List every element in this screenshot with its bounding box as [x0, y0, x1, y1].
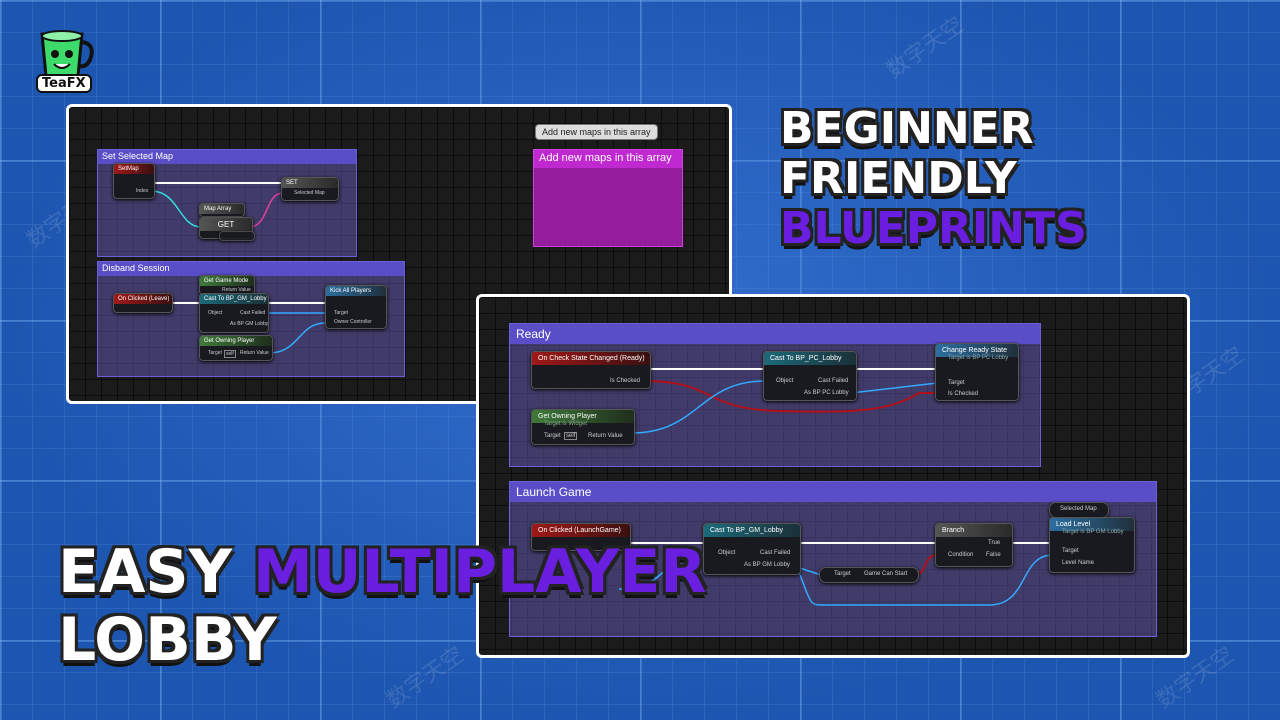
- pin-target[interactable]: Target: [544, 433, 561, 439]
- node-title: SET: [282, 178, 338, 188]
- pin-as-gm[interactable]: As BP GM Lobby: [744, 562, 790, 568]
- node-title: Map Array: [200, 204, 244, 214]
- pin-game-can-start[interactable]: Game Can Start: [864, 571, 908, 577]
- node-set[interactable]: SET Selected Map: [281, 177, 339, 201]
- comment-title: Launch Game: [510, 482, 1156, 502]
- node-title: Branch: [936, 524, 1012, 537]
- node-title: Selected Map: [1060, 506, 1097, 512]
- pin-return[interactable]: Return Value: [222, 287, 251, 293]
- node-selected-map[interactable]: Selected Map: [1049, 502, 1109, 518]
- node-cast-gm-lobby[interactable]: Cast To BP_GM_Lobby Object Cast Failed A…: [199, 293, 269, 333]
- pin-owner[interactable]: Owner Controller: [334, 319, 372, 325]
- pin-target[interactable]: Target: [334, 310, 348, 316]
- pin-is-checked[interactable]: Is Checked: [948, 391, 979, 397]
- pin-return[interactable]: Return Value: [240, 350, 269, 356]
- pin-as-pc[interactable]: As BP PC Lobby: [804, 390, 849, 396]
- headline-word1: EASY: [58, 537, 233, 607]
- watermark: 数字天空: [882, 12, 969, 84]
- pin-cast-failed[interactable]: Cast Failed: [818, 378, 849, 384]
- comment-tooltip: Add new maps in this array: [535, 124, 658, 140]
- node-cast-pc-lobby[interactable]: Cast To BP_PC_Lobby Object Cast Failed A…: [763, 351, 857, 401]
- node-title: On Check State Changed (Ready): [532, 352, 650, 365]
- pin-index[interactable]: Index: [136, 188, 149, 194]
- node-title: Cast To BP_GM_Lobby: [200, 294, 268, 304]
- comment-title: Set Selected Map: [98, 150, 356, 164]
- pin-return[interactable]: Return Value: [588, 433, 623, 439]
- pin-target[interactable]: Target: [208, 350, 222, 356]
- headline-line2: BLUEPRINTS: [780, 203, 1087, 254]
- headline-word2: MULTIPLAYER: [252, 537, 707, 607]
- node-map-array[interactable]: Map Array: [199, 203, 245, 217]
- node-title: On Clicked (LaunchGame): [532, 524, 630, 537]
- node-cast-gm-lobby[interactable]: Cast To BP_GM_Lobby Object Cast Failed A…: [703, 523, 801, 575]
- node-get-owning-player[interactable]: Get Owning Player Target self Return Val…: [199, 335, 273, 361]
- pin-object[interactable]: Object: [776, 378, 794, 384]
- pin-true[interactable]: True: [988, 540, 1001, 546]
- node-title: Get Owning Player: [532, 410, 634, 423]
- pin-object[interactable]: Object: [208, 310, 223, 316]
- comment-title: Add new maps in this array: [534, 150, 682, 168]
- node-on-clicked-launch[interactable]: On Clicked (LaunchGame): [531, 523, 631, 551]
- pin-cast-failed[interactable]: Cast Failed: [240, 310, 266, 316]
- pin-cast-failed[interactable]: Cast Failed: [760, 550, 791, 556]
- pin-false[interactable]: False: [986, 552, 1001, 558]
- node-title: Change Ready State: [936, 344, 1018, 357]
- node-on-check-state-changed[interactable]: On Check State Changed (Ready) Is Checke…: [531, 351, 651, 389]
- node-kick-all-players[interactable]: Kick All Players Target Owner Controller: [325, 285, 387, 329]
- node-title: SetMap: [114, 164, 154, 174]
- pin-condition[interactable]: Condition: [948, 552, 974, 558]
- blueprint-panel-top[interactable]: Set Selected Map Disband Session Add new…: [66, 104, 732, 404]
- logo-text: TeaFX: [36, 74, 92, 93]
- node-title: Get Game Mode: [200, 276, 254, 286]
- headline-line1: BEGINNER FRIENDLY: [780, 103, 1034, 204]
- node-subtitle: Target is Widget: [544, 421, 588, 427]
- pin-object[interactable]: Object: [718, 550, 736, 556]
- pin-target[interactable]: Target: [948, 380, 965, 386]
- headline-top: BEGINNER FRIENDLY BLUEPRINTS: [780, 104, 1280, 254]
- pin-self[interactable]: self: [564, 432, 578, 440]
- node-branch[interactable]: Branch Condition True False: [935, 523, 1013, 567]
- node-map-array-2[interactable]: [219, 231, 255, 241]
- pin-selected-map[interactable]: Selected Map: [294, 190, 325, 196]
- node-title: Cast To BP_PC_Lobby: [764, 352, 856, 365]
- node-title: Cast To BP_GM_Lobby: [704, 524, 800, 537]
- node-subtitle: Target is BP PC Lobby: [948, 355, 1009, 361]
- pin-level-name[interactable]: Level Name: [1062, 560, 1095, 566]
- node-title: GET: [200, 218, 252, 231]
- headline-line2: LOBBY: [58, 605, 277, 675]
- node-get-owning-player[interactable]: Get Owning Player Target is Widget Targe…: [531, 409, 635, 445]
- pin-target[interactable]: Target: [1062, 548, 1079, 554]
- headline-bottom: EASY MULTIPLAYER LOBBY: [58, 538, 707, 674]
- node-subtitle: Target is BP GM Lobby: [1062, 529, 1124, 535]
- comment-add-maps[interactable]: Add new maps in this array: [533, 149, 683, 247]
- node-change-ready-state[interactable]: Change Ready State Target is BP PC Lobby…: [935, 343, 1019, 401]
- comment-title: Disband Session: [98, 262, 404, 276]
- node-title: Load Level: [1050, 518, 1134, 531]
- node-title: Kick All Players: [326, 286, 386, 296]
- comment-title: Ready: [510, 324, 1040, 344]
- node-title: Get Owning Player: [200, 336, 272, 346]
- blueprint-panel-bottom[interactable]: Ready Launch Game On Check State Changed…: [476, 294, 1190, 658]
- node-load-level[interactable]: Load Level Target is BP GM Lobby Target …: [1049, 517, 1135, 573]
- node-get-game-mode[interactable]: Get Game Mode Return Value: [199, 275, 255, 295]
- pin-is-checked[interactable]: Is Checked: [610, 378, 641, 384]
- node-game-can-start[interactable]: Target Game Can Start: [819, 567, 919, 583]
- node-on-clicked-leave[interactable]: On Clicked (Leave): [113, 293, 173, 313]
- pin-as-gm[interactable]: As BP GM Lobby: [230, 321, 269, 327]
- node-setmap[interactable]: SetMap Index: [113, 163, 155, 199]
- node-title: On Clicked (Leave): [114, 294, 172, 304]
- pin-target[interactable]: Target: [834, 571, 851, 577]
- pin-self[interactable]: self: [224, 350, 236, 358]
